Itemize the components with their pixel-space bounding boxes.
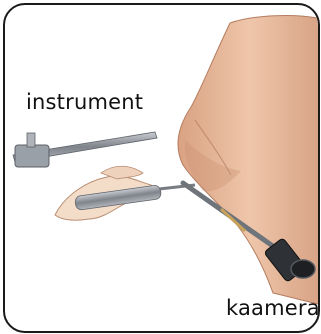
instrument-label: instrument xyxy=(26,92,143,113)
illustration-frame: instrument kaamera xyxy=(3,3,320,333)
instrument-port xyxy=(27,133,35,147)
instrument-valve xyxy=(15,145,49,167)
camera-label: kaamera xyxy=(226,298,320,319)
arthroscopy-illustration xyxy=(5,5,320,333)
camera-lens xyxy=(291,260,315,278)
